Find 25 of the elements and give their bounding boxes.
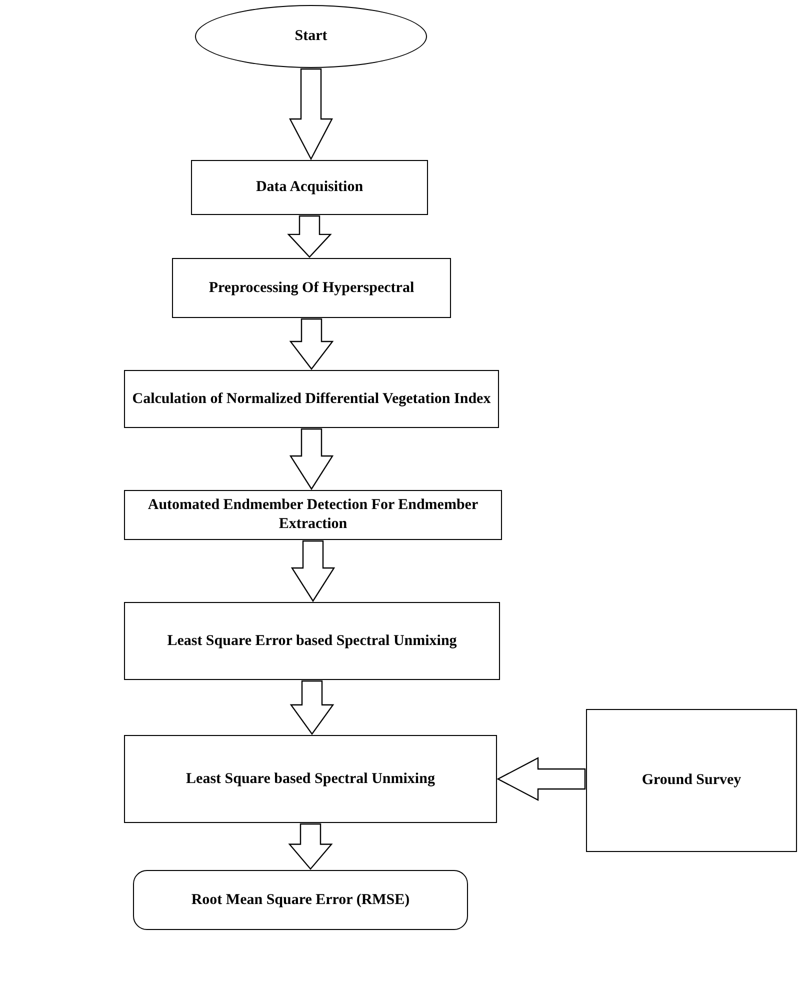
process-box — [172, 258, 451, 318]
node-label: Preprocessing Of Hyperspectral — [208, 278, 414, 298]
node-label: Calculation of Normalized Differential Vegetation Index — [132, 390, 491, 408]
block-arrow — [289, 428, 334, 490]
node-label: Data Acquisition — [256, 178, 364, 197]
process-box — [124, 490, 502, 540]
node-label: Root Mean Square Error (RMSE) — [191, 890, 410, 910]
block-arrow — [289, 68, 333, 160]
node-label: Least Square Error based Spectral Unmixing — [167, 632, 457, 650]
end-terminal — [133, 870, 468, 930]
node-label: Least Square based Spectral Unmixing — [186, 770, 435, 788]
process-box — [124, 735, 497, 823]
block-arrow — [496, 757, 586, 801]
node-label: Ground Survey — [642, 771, 742, 790]
block-arrow — [290, 680, 334, 736]
block-arrow — [289, 318, 334, 370]
block-arrow — [290, 540, 336, 602]
block-arrow — [287, 215, 332, 258]
process-box — [586, 709, 797, 852]
node-label: Automated Endmember Detection For Endmember Extraction — [146, 496, 480, 534]
block-arrow — [288, 823, 333, 870]
node-label: Start — [294, 27, 328, 46]
process-box — [124, 602, 500, 680]
process-box — [124, 370, 499, 428]
process-box — [191, 160, 428, 215]
